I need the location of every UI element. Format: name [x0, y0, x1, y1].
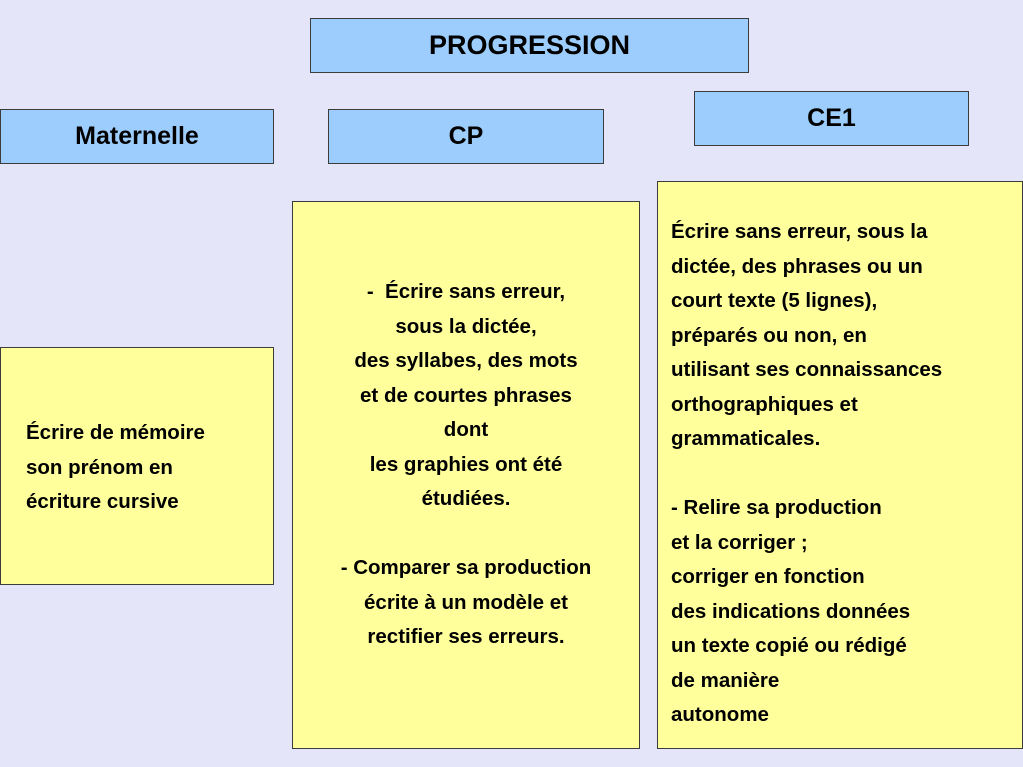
- progression-title: PROGRESSION: [310, 18, 749, 73]
- progression-title-text: PROGRESSION: [428, 30, 631, 60]
- ce1-p2-line-3: corriger en fonction: [671, 565, 865, 588]
- cp-paragraph-gap: [293, 517, 639, 552]
- cp-p2-line-2: écrite à un modèle et: [364, 590, 568, 614]
- cp-p1-line-2: sous la dictée,: [395, 314, 537, 338]
- ce1-p2-line-5: un texte copié ou rédigé: [671, 634, 907, 657]
- ce1-p1-line-2: dictée, des phrases ou un: [671, 254, 923, 278]
- heading-maternelle: Maternelle: [0, 109, 274, 164]
- ce1-p2-line-2: et la corriger ;: [671, 530, 808, 554]
- cp-p1-line-6: les graphies ont été: [369, 452, 563, 476]
- maternelle-box: Écrire de mémoire son prénom en écriture…: [0, 347, 274, 585]
- heading-cp-text: CP: [448, 122, 484, 150]
- cp-box: - Écrire sans erreur, sous la dictée, de…: [292, 201, 640, 749]
- cp-p1-line-3: des syllabes, des mots: [354, 349, 578, 373]
- ce1-paragraph-gap: [671, 457, 1022, 492]
- cp-p1-line-1: - Écrire sans erreur,: [366, 280, 566, 304]
- heading-cp: CP: [328, 109, 604, 164]
- ce1-p1-line-7: grammaticales.: [671, 427, 821, 450]
- heading-ce1-text: CE1: [807, 104, 856, 132]
- ce1-p2-line-6: de manière: [671, 668, 780, 692]
- cp-p1-line-4: et de courtes phrases: [360, 383, 572, 407]
- maternelle-line-2: son prénom en: [26, 455, 173, 479]
- cp-p2-line-3: rectifier ses erreurs.: [367, 625, 565, 649]
- heading-ce1: CE1: [694, 91, 969, 146]
- cp-p2-line-1: - Comparer sa production: [340, 556, 592, 580]
- cp-p1-line-7: étudiées.: [421, 487, 511, 511]
- cp-p1-line-5: dont: [443, 418, 489, 442]
- ce1-p2-line-1: - Relire sa production: [671, 496, 882, 519]
- ce1-p1-line-3: court texte (5 lignes),: [671, 289, 878, 312]
- ce1-p1-line-4: préparés ou non, en: [671, 323, 867, 347]
- ce1-p2-line-7: autonome: [671, 703, 769, 726]
- ce1-p1-line-1: Écrire sans erreur, sous la: [671, 220, 928, 243]
- ce1-p1-line-6: orthographiques et: [671, 392, 858, 416]
- heading-maternelle-text: Maternelle: [75, 122, 199, 150]
- ce1-p1-line-5: utilisant ses connaissances: [671, 358, 943, 381]
- ce1-p2-line-4: des indications données: [671, 599, 911, 623]
- ce1-box: Écrire sans erreur, sous la dictée, des …: [657, 181, 1023, 749]
- maternelle-line-1: Écrire de mémoire: [26, 421, 205, 444]
- maternelle-line-3: écriture cursive: [26, 490, 179, 513]
